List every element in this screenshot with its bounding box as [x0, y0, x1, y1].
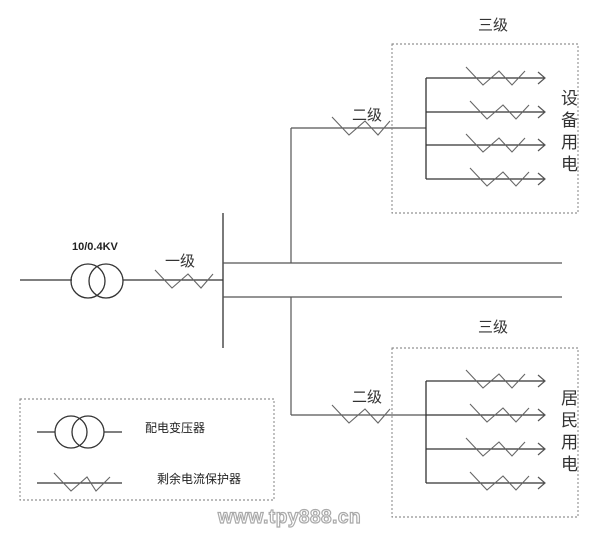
transformer-icon [70, 263, 124, 299]
bottom-load-char-1: 居 [561, 389, 578, 409]
bottom-load-char-4: 电 [561, 455, 578, 475]
legend-transformer-icon [37, 415, 122, 449]
top-arrow-icon-2 [537, 105, 546, 119]
top-arrow-icon-4 [537, 172, 546, 186]
legend-box [19, 398, 275, 501]
top-level3-label: 三级 [478, 16, 508, 34]
level1-label: 一级 [165, 252, 195, 270]
rcd-bottom-level2-icon [331, 404, 391, 424]
bottom-load-char-3: 用 [561, 433, 578, 453]
bottom-load-char-2: 民 [561, 411, 578, 431]
bottom-rcd-level3-icon-4 [469, 471, 530, 491]
top-rcd-level3-icon-2 [469, 100, 530, 120]
top-arrow-icon-3 [537, 138, 546, 152]
top-rcd-level3-icon-4 [469, 167, 530, 187]
top-load-char-3: 用 [561, 133, 578, 153]
top-level2-label: 二级 [352, 106, 382, 124]
top-load-char-4: 电 [561, 155, 578, 175]
bottom-level3-label: 三级 [478, 318, 508, 336]
watermark: www.tpy888.cn [217, 507, 361, 528]
legend-rcd-label: 剩余电流保护器 [157, 471, 241, 486]
bottom-arrow-icon-4 [537, 476, 546, 490]
bottom-level2-label: 二级 [352, 388, 382, 406]
bottom-level3-box [391, 347, 579, 518]
top-rcd-level3-icon-1 [465, 66, 526, 86]
top-level3-box [391, 43, 579, 214]
bottom-arrow-icon-2 [537, 408, 546, 422]
legend-rcd-icon [37, 472, 122, 492]
transformer-rating: 10/0.4KV [72, 241, 119, 253]
bottom-arrow-icon-1 [537, 374, 546, 388]
bottom-rcd-level3-icon-1 [465, 369, 526, 389]
top-load-char-1: 设 [561, 89, 578, 109]
rcd-top-level2-icon [331, 116, 391, 136]
legend-transformer-label: 配电变压器 [145, 420, 205, 435]
rcd-level1-icon [154, 269, 214, 289]
top-load-char-2: 备 [561, 111, 578, 131]
bottom-arrow-icon-3 [537, 442, 546, 456]
top-arrow-icon-1 [537, 71, 546, 85]
bottom-rcd-level3-icon-3 [465, 437, 526, 457]
bottom-rcd-level3-icon-2 [469, 403, 530, 423]
top-rcd-level3-icon-3 [465, 133, 526, 153]
